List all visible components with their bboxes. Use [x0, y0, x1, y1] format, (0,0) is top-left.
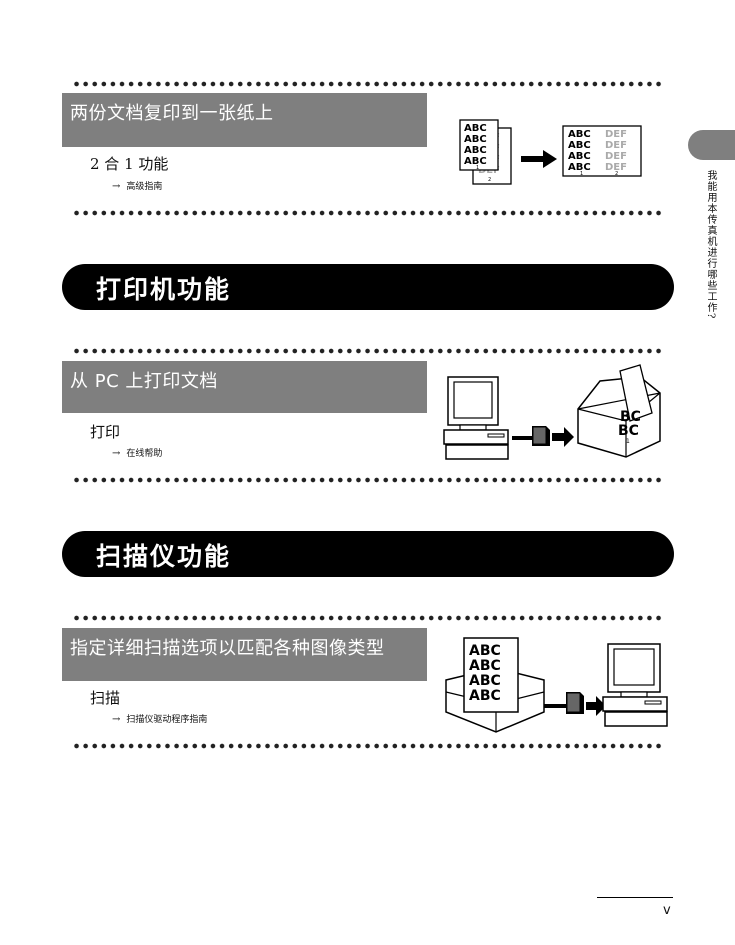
dotted-divider [72, 743, 662, 749]
sheet-text: ABC [469, 658, 501, 674]
dotted-divider [72, 210, 662, 216]
sheet-text: BC [618, 423, 639, 439]
manual-reference: →扫描仪驱动程序指南 [112, 714, 208, 725]
sheet-text: ABC [568, 162, 591, 173]
arrow-right-icon [552, 427, 574, 447]
sheet-text: ABC [464, 156, 487, 167]
two-on-one-copy-illustration: DEF DEF DEF DEF 2 ABC ABC ABC ABC 1 ABC … [459, 119, 642, 185]
dotted-divider [72, 348, 662, 354]
sheet-text: ABC [469, 688, 501, 704]
sheet-text: ABC [464, 145, 487, 156]
scanner-icon: ABC ABC ABC ABC [445, 637, 545, 733]
right-arrow-icon: → [112, 448, 121, 459]
section-heading-bar: 指定详细扫描选项以匹配各种图像类型 [62, 628, 427, 681]
page-number-label: 1 [626, 438, 630, 445]
page-number: v [663, 903, 671, 918]
page-number-label: 1 [476, 165, 479, 171]
function-name: 扫描 [90, 689, 121, 707]
sheet-text: ABC [464, 134, 487, 145]
right-arrow-icon: → [112, 714, 121, 725]
dotted-divider [72, 615, 662, 621]
sheet-text: DEF [605, 162, 627, 173]
chapter-banner: 打印机功能 [62, 264, 674, 310]
sheet-text: BC [620, 409, 641, 425]
scan-to-pc-illustration: ABC ABC ABC ABC [445, 637, 668, 733]
banner-title: 扫描仪功能 [96, 542, 232, 571]
manual-reference: →高级指南 [112, 181, 163, 192]
right-arrow-icon: → [112, 181, 121, 192]
sheet-text: ABC [469, 643, 501, 659]
banner-title: 打印机功能 [96, 275, 232, 304]
section-heading-bar: 从 PC 上打印文档 [62, 361, 427, 413]
sheet-text: DEF [605, 129, 627, 140]
sheet-text: ABC [568, 140, 591, 151]
printer-icon: BC BC 1 [577, 364, 661, 458]
function-name: 2 合 1 功能 [90, 155, 169, 173]
function-name: 打印 [90, 423, 121, 441]
side-tab-label: 我能用本传真机进行哪些工作? [705, 170, 716, 320]
sheet-text: ABC [568, 129, 591, 140]
side-tab [688, 130, 735, 160]
print-from-pc-illustration: BC BC 1 [443, 364, 661, 460]
arrow-right-icon [521, 150, 557, 168]
computer-icon [602, 643, 668, 727]
chapter-banner: 扫描仪功能 [62, 531, 674, 577]
page-number-label: 2 [488, 177, 491, 183]
section-heading: 指定详细扫描选项以匹配各种图像类型 [70, 638, 385, 659]
footer-rule [597, 897, 673, 898]
section-heading: 两份文档复印到一张纸上 [70, 103, 274, 124]
sheet-text: ABC [464, 123, 487, 134]
sheet-text: ABC [469, 673, 501, 689]
dotted-divider [72, 81, 662, 87]
dotted-divider [72, 477, 662, 483]
sheet-text: ABC [568, 151, 591, 162]
computer-icon [443, 376, 509, 460]
arrow-right-icon [586, 696, 606, 716]
sheet-text: DEF [605, 140, 627, 151]
section-heading-bar: 两份文档复印到一张纸上 [62, 93, 427, 147]
manual-reference: →在线帮助 [112, 448, 163, 459]
sheet-text: DEF [605, 151, 627, 162]
page-number-label: 2 [615, 171, 618, 177]
page-number-label: 1 [580, 171, 583, 177]
section-heading: 从 PC 上打印文档 [70, 371, 218, 392]
